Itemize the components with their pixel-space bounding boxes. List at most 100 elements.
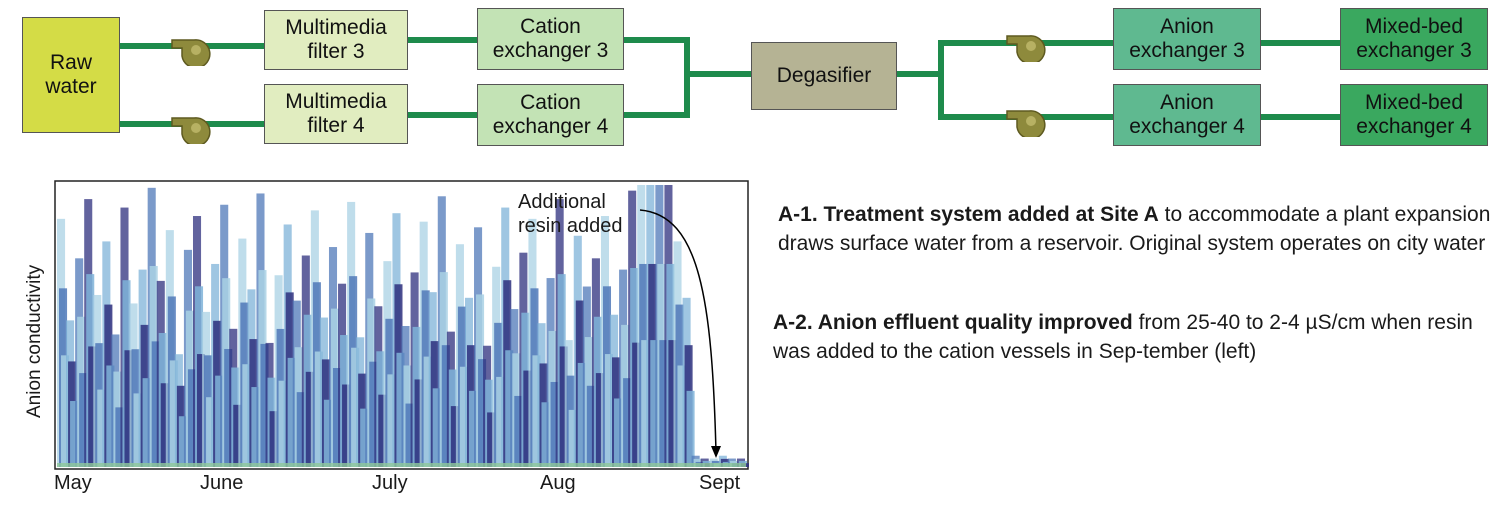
bar [623,378,632,467]
pump-icon [171,117,211,144]
bar [595,373,604,467]
degasifier-box: Degasifier [751,42,897,110]
cation-exchanger-4-box: Cation exchanger 4 [477,84,624,146]
bar [115,407,124,467]
bar [106,365,115,467]
pipe [1258,114,1343,120]
bar [187,369,196,467]
process-flow-diagram: Raw water Multimedia filter 3 Multimedia… [0,0,1503,160]
bar [287,357,296,467]
bar [677,365,686,467]
bar [441,345,450,467]
x-tick-label: July [372,472,408,494]
bar [142,378,151,467]
anion-exchanger-3-box: Anion exchanger 3 [1113,8,1261,70]
bar [196,354,206,467]
x-tick-label: Aug [540,472,576,494]
bar [133,393,142,467]
bar [514,395,523,467]
anion-exchanger-4-box: Anion exchanger 4 [1113,84,1261,146]
caption-a2-text: from 25-40 to 2-4 µS/cm when resin was a… [773,311,1473,363]
bar [314,351,323,467]
x-tick-label: May [54,472,92,494]
y-axis-label: Anion conductivity [24,264,45,418]
caption-a2-bold: A-2. Anion effluent quality improved [773,311,1133,334]
bar [378,394,387,467]
bar [224,348,233,467]
bar [332,368,342,467]
annotation-arrow [639,209,717,453]
annotation-text: Additional resin added [518,191,623,237]
baseline-trace [57,463,746,467]
caption-a2: A-2. Anion effluent quality improved fro… [773,308,1493,366]
bar [296,392,305,467]
bar [396,352,405,467]
bar [151,341,160,467]
pipe [622,37,690,43]
multimedia-filter-3-box: Multimedia filter 3 [264,10,408,70]
bar [414,379,423,467]
bar [487,412,496,467]
bar [405,403,414,467]
bar [632,342,641,467]
bar [686,390,695,467]
multimedia-filter-4-box: Multimedia filter 4 [264,84,408,144]
bar [178,416,187,467]
bars-group [57,185,749,468]
caption-a1: A-1. Treatment system added at Site A to… [778,200,1498,258]
bar [550,381,559,467]
bar [269,411,278,467]
bar [459,366,468,467]
bar [577,362,586,467]
pipe [893,71,943,77]
bar [70,401,79,467]
pump-icon [1006,35,1046,62]
anion-conductivity-chart [54,180,749,470]
bar [88,346,97,467]
bar [559,346,568,467]
bar [251,387,260,467]
bar [432,388,441,467]
bar [215,375,224,467]
bar [614,398,623,467]
bar [478,359,487,467]
bar [260,343,269,467]
bar [97,389,106,467]
bar [604,354,614,467]
bar [387,374,396,467]
bar [423,356,432,467]
pump-icon [1006,110,1046,137]
bar [668,340,677,467]
bar [659,340,668,467]
bar [323,399,332,467]
cation-exchanger-3-box: Cation exchanger 3 [477,8,624,70]
pipe [684,37,690,118]
bar [242,364,251,467]
bar [160,383,169,467]
bar [124,350,133,467]
bar [233,404,242,467]
bar [641,340,650,467]
bar [523,370,532,467]
bar [586,385,595,467]
bar [351,347,360,467]
bar [541,402,550,467]
bar [450,406,459,467]
bar [505,350,514,467]
bar [360,408,369,467]
bar [369,361,378,467]
x-tick-label: June [200,472,244,494]
pipe [684,71,754,77]
mixed-bed-exchanger-3-box: Mixed-bed exchanger 3 [1340,8,1488,70]
caption-a1-bold: A-1. Treatment system added at Site A [778,203,1159,226]
pipe [938,40,944,120]
bar [305,371,314,467]
x-tick-label: Sept [699,472,741,494]
pump-icon [171,39,211,66]
pipe [622,112,690,118]
bar [532,355,541,467]
bar [568,409,577,467]
bar [169,360,178,467]
bar [278,380,287,467]
bar [468,390,478,467]
